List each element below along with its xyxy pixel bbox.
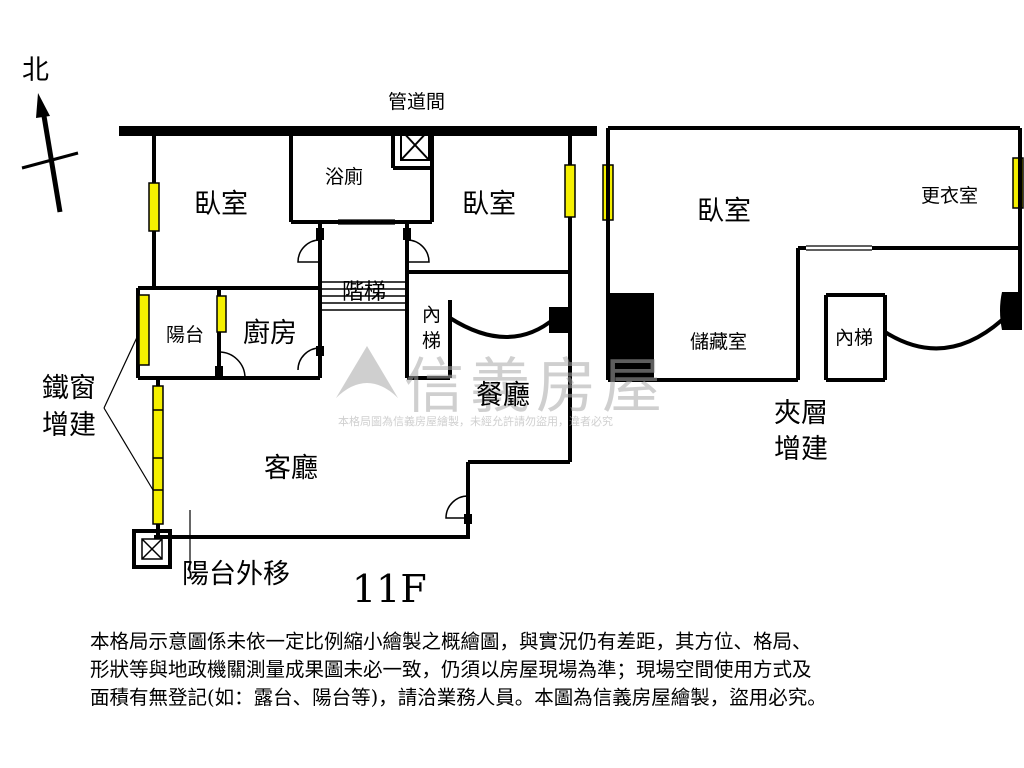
room-storage: 儲藏室 [690, 331, 748, 353]
room-balcony: 陽台 [166, 324, 205, 346]
room-dressing: 更衣室 [921, 185, 979, 207]
annotation-iron-window-2: 增建 [42, 410, 96, 441]
shaft-box-icon [400, 129, 430, 161]
watermark-notice: 本格局圖為信義房屋繪製，未經允許請勿盜用，違者必究 [338, 415, 613, 428]
annotation-iron-window-1: 鐵窗 [42, 373, 96, 404]
disclaimer-line-3: 面積有無登記(如：露台、陽台等)，請洽業務人員。本圖為信義房屋繪製，盜用必究。 [90, 686, 827, 709]
room-living: 客廳 [264, 453, 318, 484]
room-dining: 餐廳 [476, 380, 530, 411]
room-stairs: 階梯 [342, 280, 387, 305]
inner-stair-block-left [549, 307, 568, 333]
room-bedroom-left: 臥室 [194, 189, 248, 220]
disclaimer-line-2: 形狀等與地政機關測量成果圖未必一致，仍須以房屋現場為準；現場空間使用方式及 [90, 658, 812, 681]
floor-label: 11F [352, 567, 427, 611]
room-bedroom-mid: 臥室 [462, 189, 516, 220]
storage-block [608, 293, 654, 380]
annotation-mezzanine-1: 夾層 [774, 398, 828, 429]
annotation-balcony-moved: 陽台外移 [182, 559, 290, 590]
watermark-logo-icon [336, 342, 398, 398]
room-inner-stair-left-1: 內 [422, 304, 442, 326]
door-stubs [215, 228, 472, 524]
disclaimer: 本格局示意圖係未依一定比例縮小繪製之概繪圖，與實況仍有差距，其方位、格局、 形狀… [90, 628, 1010, 712]
room-kitchen: 廚房 [243, 318, 297, 349]
room-inner-stair-left-2: 梯 [422, 330, 442, 352]
inner-stair-block-right [1000, 292, 1020, 330]
room-bathroom: 浴廁 [325, 166, 364, 188]
room-inner-stair-right: 內梯 [835, 327, 874, 349]
leader-lines [103, 332, 191, 570]
right-unit-walls [606, 126, 1022, 382]
sliding-door-right [806, 245, 872, 251]
corner-column-icon [132, 529, 172, 569]
room-shaft: 管道間 [388, 91, 446, 113]
north-label: 北 [22, 55, 49, 86]
disclaimer-line-1: 本格局示意圖係未依一定比例縮小繪製之概繪圖，與實況仍有差距，其方位、格局、 [90, 630, 812, 653]
annotation-mezzanine-2: 增建 [774, 434, 828, 465]
north-arrow-icon [21, 93, 79, 213]
room-bedroom-right: 臥室 [697, 196, 751, 227]
left-unit-walls [119, 126, 597, 539]
stair-steps [320, 281, 407, 311]
watermark-brand: 信義房屋 [404, 352, 668, 422]
sliding-door [338, 219, 395, 225]
